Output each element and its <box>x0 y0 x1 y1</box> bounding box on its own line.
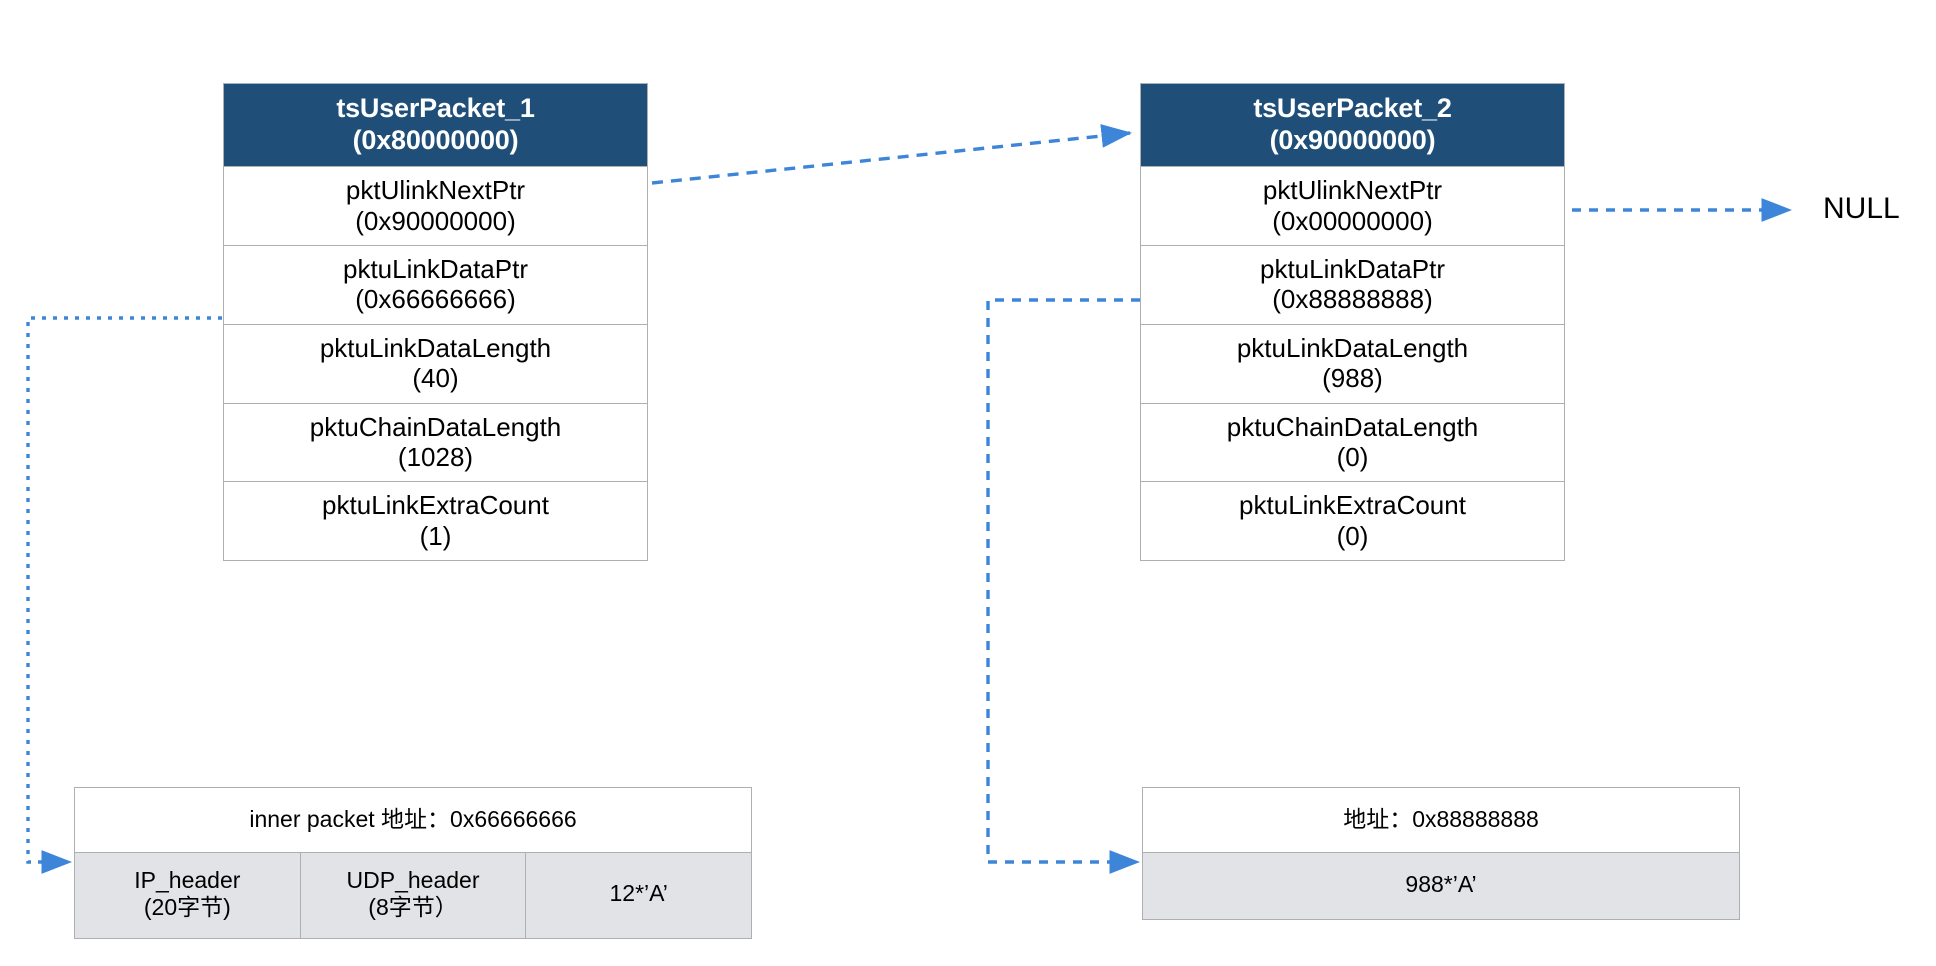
buffer-cell-udp-header[interactable]: UDP_header (8字节） <box>299 852 526 938</box>
buffer-cell-row: IP_header (20字节) UDP_header (8字节） 12*’A’ <box>75 851 751 938</box>
field-name: pktuLinkExtraCount <box>322 490 549 521</box>
field-value: (1028) <box>397 442 474 472</box>
field-value: (0x90000000) <box>355 205 516 236</box>
field-name: pktuLinkDataPtr <box>343 253 528 284</box>
struct-table-packet-1: tsUserPacket_1 (0x80000000) pktUlinkNext… <box>223 83 648 562</box>
struct-row-pktulinknextptr[interactable]: pktUlinkNextPtr (0x90000000) <box>224 166 647 245</box>
field-value: (0) <box>1336 520 1369 551</box>
struct-header-address: (0x90000000) <box>1269 124 1436 155</box>
cell-value: (8字节） <box>368 894 458 921</box>
buffer-cell-payload[interactable]: 12*’A’ <box>525 852 751 938</box>
cell-value: (20字节) <box>143 894 231 921</box>
field-name: pktuLinkDataLength <box>319 332 552 363</box>
field-value: (0) <box>1336 442 1369 472</box>
struct-row-pktuchaindatalength[interactable]: pktuChainDataLength (0) <box>1141 402 1564 482</box>
struct-header-name: tsUserPacket_2 <box>1253 93 1452 123</box>
field-value: (40) <box>412 363 459 394</box>
struct-header-address: (0x80000000) <box>352 124 519 155</box>
struct-row-pktulinkextracount[interactable]: pktuLinkExtraCount (1) <box>224 481 647 561</box>
memory-box-buffer-2: 地址：0x88888888 988*’A’ <box>1142 787 1740 920</box>
cell-name: 12*’A’ <box>609 880 668 907</box>
buffer-cell-payload[interactable]: 988*’A’ <box>1143 853 1739 919</box>
struct-row-pktulinkextracount[interactable]: pktuLinkExtraCount (0) <box>1141 481 1564 561</box>
memory-box-buffer-1: inner packet 地址：0x66666666 IP_header (20… <box>74 787 752 939</box>
struct-header-name: tsUserPacket_1 <box>336 93 535 123</box>
struct-row-pktulinknextptr[interactable]: pktUlinkNextPtr (0x00000000) <box>1141 166 1564 245</box>
buffer-cell-ip-header[interactable]: IP_header (20字节) <box>75 853 300 938</box>
field-value: (0x88888888) <box>1272 284 1433 315</box>
cell-name: IP_header <box>134 866 241 893</box>
connector-data-ptr-2-to-buffer-2 <box>986 298 1141 874</box>
buffer-title: 地址：0x88888888 <box>1343 806 1539 832</box>
field-value: (0x00000000) <box>1272 205 1433 236</box>
cell-name: UDP_header <box>346 866 480 893</box>
field-name: pktuLinkExtraCount <box>1239 490 1466 521</box>
field-name: pktuLinkDataLength <box>1236 332 1469 363</box>
struct-header-packet-1: tsUserPacket_1 (0x80000000) <box>224 84 647 167</box>
connector-data-ptr-1-to-buffer-1 <box>26 316 222 874</box>
field-name: pktUlinkNextPtr <box>345 175 526 206</box>
struct-row-pktulinkdataptr[interactable]: pktuLinkDataPtr (0x66666666) <box>224 244 647 324</box>
connector-next-ptr-1-to-packet-2 <box>651 124 1133 185</box>
field-name: pktuChainDataLength <box>1226 411 1479 442</box>
struct-row-pktulinkdatalength[interactable]: pktuLinkDataLength (988) <box>1141 323 1564 403</box>
buffer-title: inner packet 地址：0x66666666 <box>249 806 577 832</box>
field-name: pktuLinkDataPtr <box>1260 253 1445 284</box>
cell-name: 988*’A’ <box>1405 870 1477 897</box>
field-value: (0x66666666) <box>355 284 516 315</box>
struct-row-pktulinkdatalength[interactable]: pktuLinkDataLength (40) <box>224 323 647 403</box>
field-value: (988) <box>1322 363 1383 394</box>
struct-header-packet-2: tsUserPacket_2 (0x90000000) <box>1141 84 1564 167</box>
struct-row-pktulinkdataptr[interactable]: pktuLinkDataPtr (0x88888888) <box>1141 244 1564 324</box>
null-pointer-label: NULL <box>1823 192 1900 225</box>
field-name: pktUlinkNextPtr <box>1262 175 1443 206</box>
field-name: pktuChainDataLength <box>309 411 562 442</box>
struct-table-packet-2: tsUserPacket_2 (0x90000000) pktUlinkNext… <box>1140 83 1565 562</box>
struct-row-pktuchaindatalength[interactable]: pktuChainDataLength (1028) <box>224 402 647 482</box>
field-value: (1) <box>419 520 452 551</box>
buffer-cell-row: 988*’A’ <box>1143 851 1739 919</box>
